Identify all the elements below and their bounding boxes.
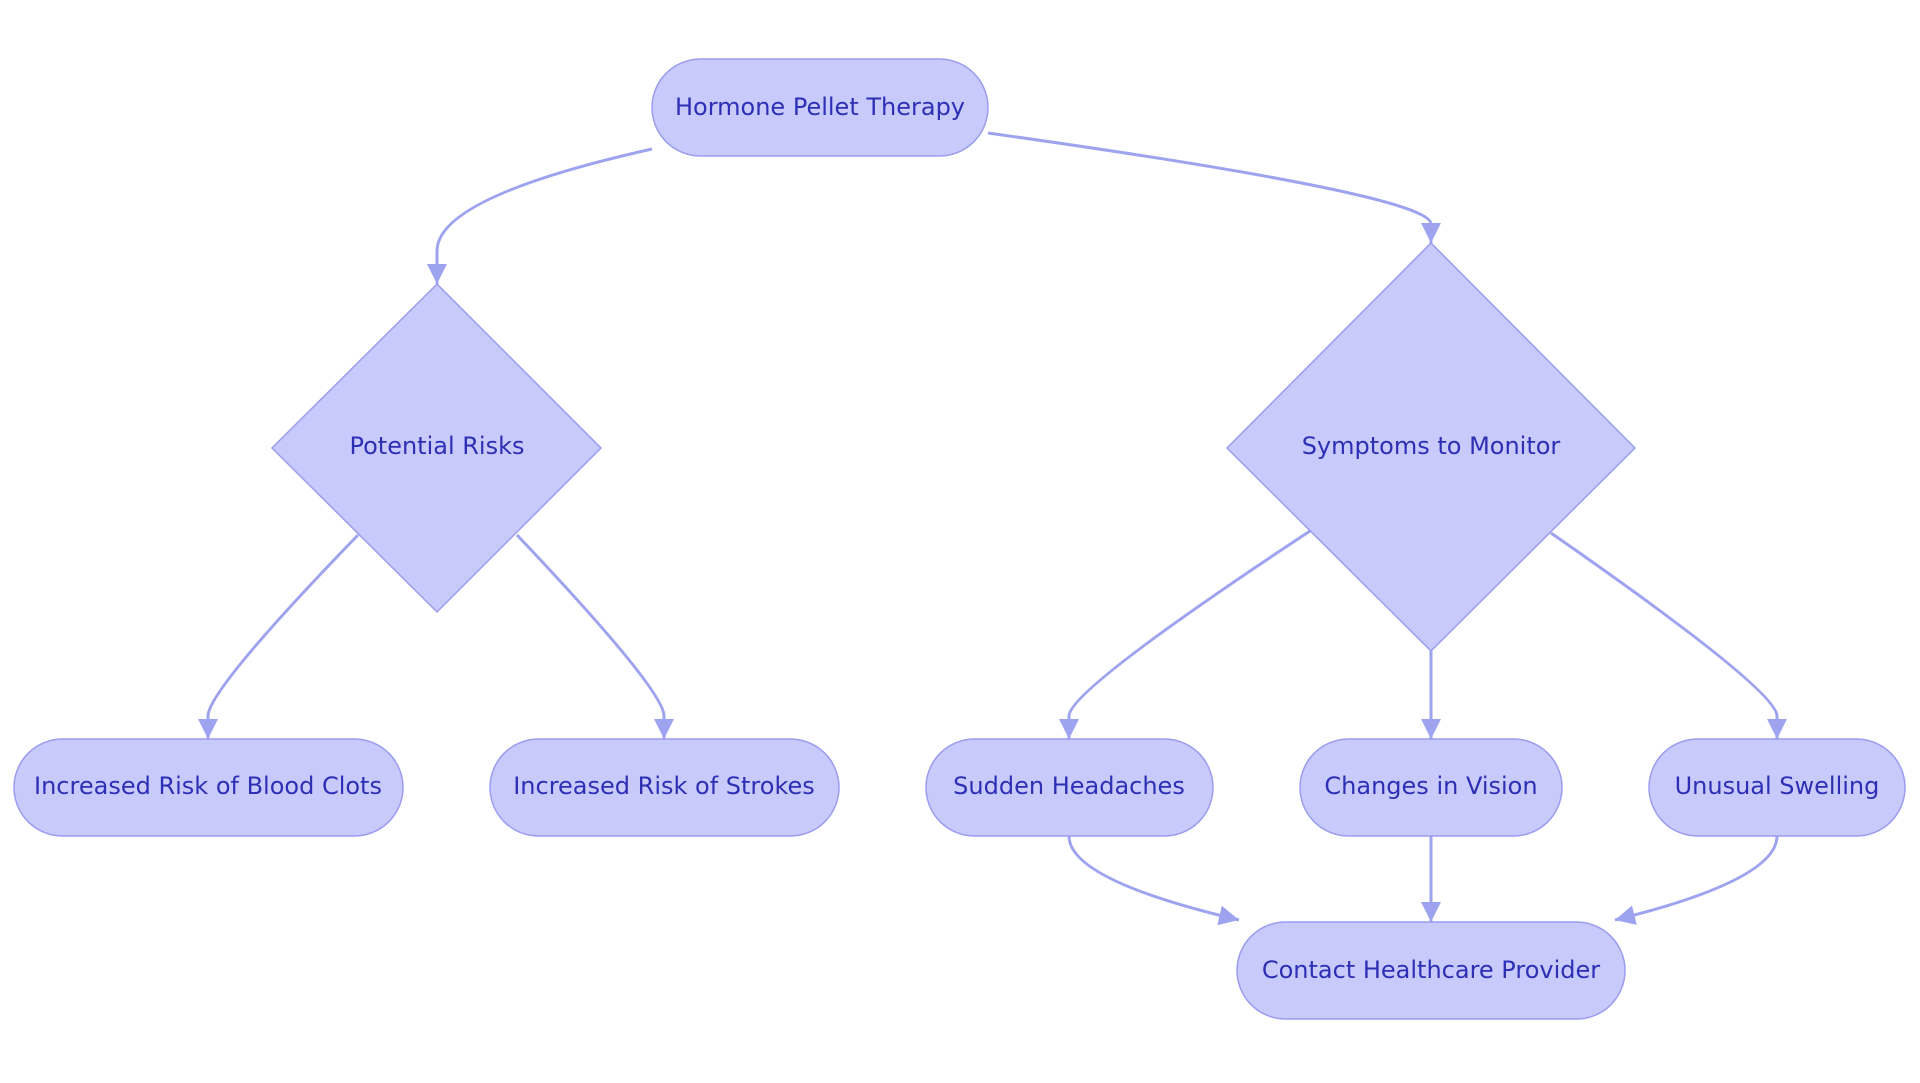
edge-therapy-to-symptoms (987, 131, 1441, 243)
edge-therapy-to-potential-risks (427, 147, 653, 284)
node-sudden-headaches[interactable]: Sudden Headaches (925, 738, 1214, 837)
node-label-unusual-swelling: Unusual Swelling (1675, 772, 1880, 800)
node-label-sudden-headaches: Sudden Headaches (953, 772, 1185, 800)
node-label-blood-clots: Increased Risk of Blood Clots (34, 772, 382, 800)
node-potential-risks[interactable]: Potential Risks (270, 282, 603, 614)
node-unusual-swelling[interactable]: Unusual Swelling (1648, 738, 1906, 837)
node-label-symptoms-to-monitor: Symptoms to Monitor (1302, 432, 1561, 460)
edge-unusual-swelling-to-contact (1614, 835, 1779, 925)
node-label-changes-in-vision: Changes in Vision (1324, 772, 1537, 800)
edge-symptoms-to-sudden-headaches (1059, 529, 1311, 739)
edge-potential-risks-to-blood-clots (198, 533, 360, 739)
nodes: Hormone Pellet Therapy Potential Risks S… (13, 58, 1906, 1020)
node-changes-in-vision[interactable]: Changes in Vision (1299, 738, 1563, 837)
node-label-contact-healthcare-provider: Contact Healthcare Provider (1262, 956, 1600, 984)
node-label-hormone-pellet-therapy: Hormone Pellet Therapy (675, 93, 965, 121)
edge-symptoms-to-unusual-swelling (1550, 531, 1787, 739)
node-hormone-pellet-therapy[interactable]: Hormone Pellet Therapy (651, 58, 989, 157)
edge-sudden-headaches-to-contact (1067, 835, 1240, 926)
node-contact-healthcare-provider[interactable]: Contact Healthcare Provider (1236, 921, 1626, 1020)
node-blood-clots[interactable]: Increased Risk of Blood Clots (13, 738, 404, 837)
node-strokes[interactable]: Increased Risk of Strokes (489, 738, 840, 837)
node-symptoms-to-monitor[interactable]: Symptoms to Monitor (1225, 241, 1637, 653)
edges (198, 131, 1787, 926)
node-label-strokes: Increased Risk of Strokes (513, 772, 815, 800)
edge-potential-risks-to-strokes (515, 533, 674, 739)
node-label-potential-risks: Potential Risks (349, 432, 524, 460)
